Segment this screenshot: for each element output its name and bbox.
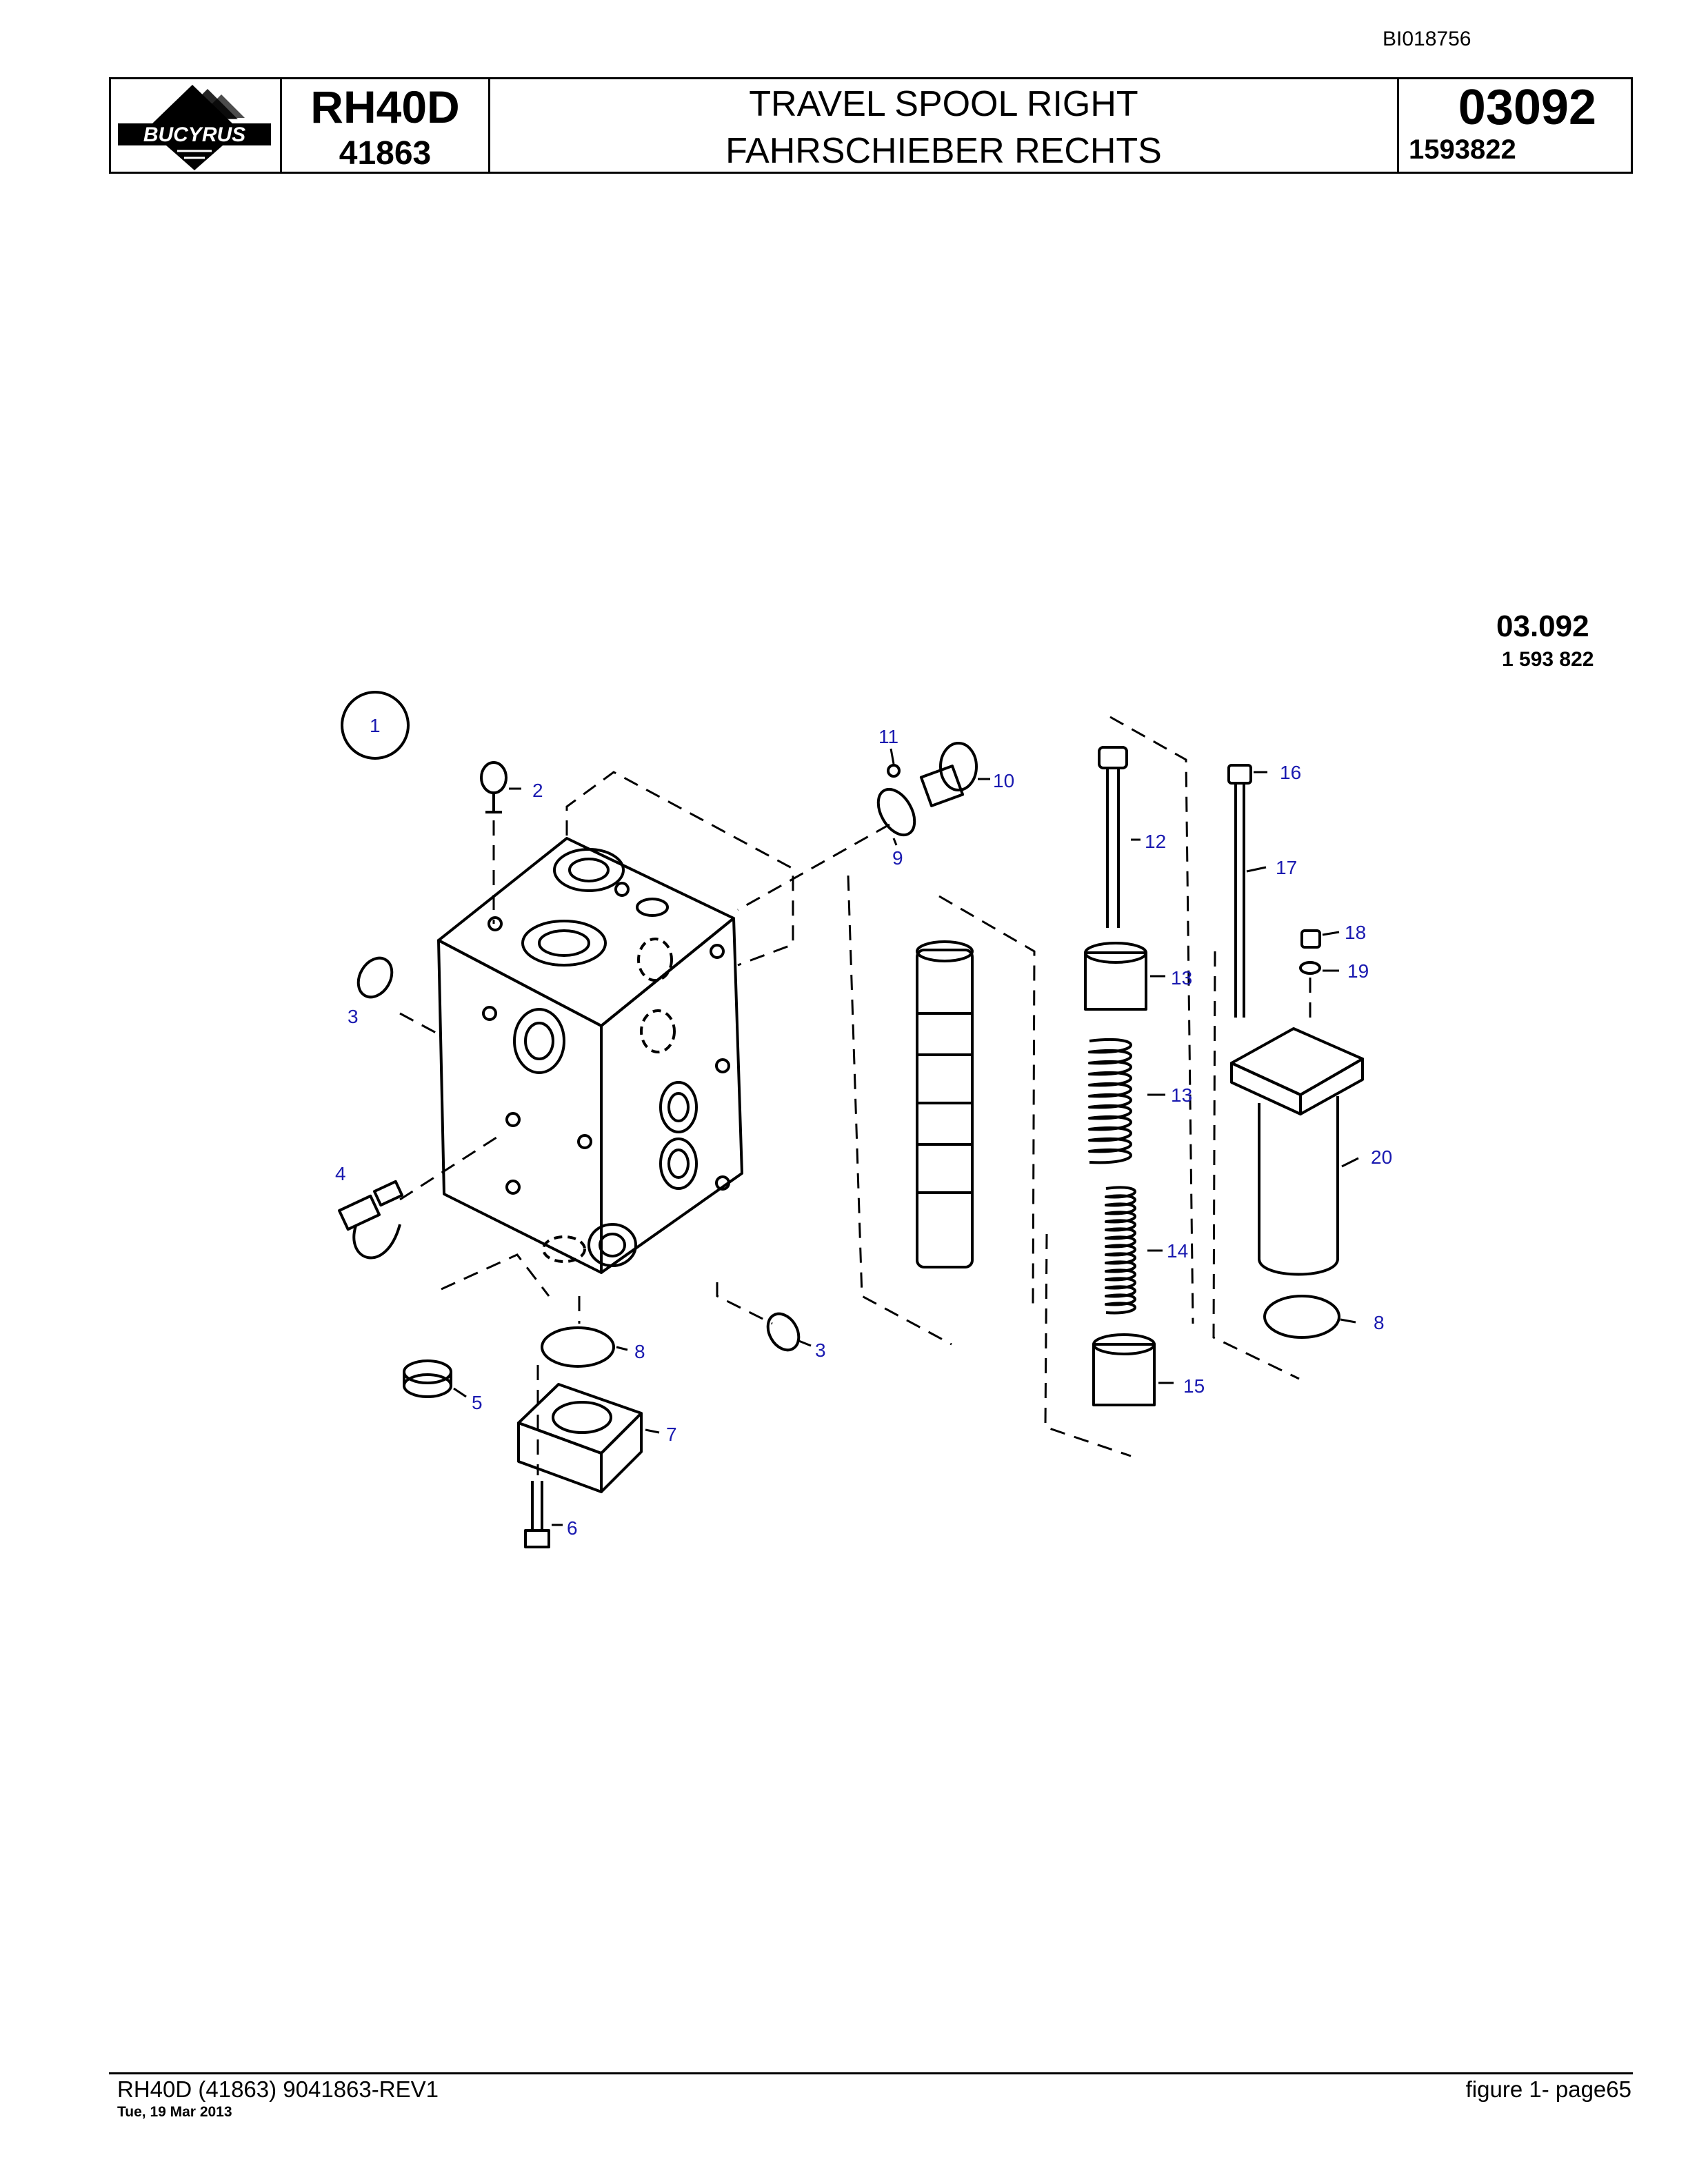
callout-15: 14 — [1167, 1240, 1188, 1262]
callout-19: 19 — [1347, 960, 1369, 982]
hex-bolt — [524, 1481, 550, 1548]
seal-ring-9 — [876, 787, 916, 837]
o-ring-3-bottom — [766, 1312, 801, 1352]
assembly-line-housing — [1212, 951, 1300, 1380]
assembly-line-caps — [1044, 1233, 1132, 1457]
assembly-line-bolt-right — [1109, 716, 1194, 1324]
callout-13-top: 13 — [1171, 967, 1192, 989]
travel-spool — [916, 940, 974, 1268]
callout-1: 1 — [370, 715, 381, 736]
assembly-line-oring-right — [716, 1282, 773, 1325]
washer — [1299, 961, 1321, 975]
leader-3b — [796, 1339, 812, 1347]
title-cell: TRAVEL SPOOL RIGHT FAHRSCHIEBER RECHTS — [490, 79, 1399, 172]
assembly-line-spool-left — [847, 875, 952, 1346]
socket-screw — [1300, 929, 1321, 949]
leader-18 — [1322, 931, 1340, 936]
callout-3-left: 3 — [348, 1006, 359, 1027]
logo-cell: BUCYRUS — [111, 79, 282, 172]
part-number: 1593822 — [1409, 134, 1516, 165]
svg-text:BUCYRUS: BUCYRUS — [143, 123, 245, 146]
drawing-reference-number: 1 593 822 — [1502, 648, 1594, 671]
callout-13-bottom: 15 — [1183, 1375, 1205, 1397]
callout-4: 4 — [335, 1163, 346, 1184]
leader-8b — [1340, 1318, 1356, 1324]
spring-housing — [1230, 1027, 1364, 1276]
eye-bolt — [480, 761, 508, 813]
nut — [1227, 764, 1252, 785]
drawing-reference-code: 03.092 — [1496, 609, 1589, 643]
screw-plug — [887, 742, 978, 807]
callout-20: 20 — [1371, 1146, 1392, 1168]
callout-7: 7 — [666, 1424, 677, 1445]
assembly-line-plug-bottom — [441, 1253, 550, 1297]
threaded-rod — [1234, 783, 1245, 1018]
title-german: FAHRSCHIEBER RECHTS — [725, 131, 1162, 171]
callout-3-bottom: 3 — [815, 1339, 826, 1361]
footer-document-reference: RH40D (41863) 9041863-REV1 — [117, 2076, 439, 2102]
callout-17: 17 — [1276, 857, 1297, 878]
callout-16: 16 — [1280, 762, 1301, 783]
leader-17 — [1246, 866, 1267, 873]
spring-cap-bottom — [1092, 1333, 1156, 1406]
o-ring-3-left — [356, 956, 394, 999]
assembly-line-top — [565, 771, 794, 967]
callout-8-right: 8 — [1374, 1312, 1385, 1333]
o-ring-8-right — [1263, 1295, 1340, 1339]
fitting-with-chain — [338, 1180, 404, 1260]
model-name: RH40D — [310, 81, 460, 132]
leader-7 — [645, 1428, 660, 1434]
flange-block — [517, 1383, 643, 1493]
callout-18: 18 — [1345, 922, 1366, 943]
assembly-callout-circle — [341, 691, 410, 760]
callout-2: 2 — [532, 780, 543, 801]
tie-bolt — [1098, 746, 1128, 928]
outer-spring — [1088, 1038, 1132, 1164]
title-block: BUCYRUS RH40D 41863 TRAVEL SPOOL RIGHT F… — [109, 77, 1633, 174]
assembly-line-oring-left — [399, 1012, 439, 1035]
assembly-line-fitting — [399, 1136, 497, 1201]
leader-9 — [892, 838, 898, 846]
assembly-line-plug — [737, 823, 890, 911]
inner-spring — [1105, 1186, 1136, 1315]
footer-page-reference: figure 1- page65 — [1465, 2076, 1631, 2102]
valve-block — [437, 837, 743, 1274]
callout-9: 9 — [892, 847, 903, 869]
callout-12: 12 — [1145, 831, 1166, 852]
footer-divider — [109, 2072, 1633, 2074]
model-cell: RH40D 41863 — [282, 79, 490, 172]
leader-11 — [890, 748, 895, 765]
o-ring-8-bottom — [541, 1326, 615, 1368]
callout-5: 5 — [472, 1392, 483, 1413]
callout-10: 10 — [993, 770, 1014, 791]
leader-5 — [453, 1387, 467, 1398]
bucyrus-logo: BUCYRUS — [118, 85, 271, 170]
spring-cap-top — [1084, 942, 1147, 1011]
callout-14: 13 — [1171, 1084, 1192, 1106]
leader-8a — [616, 1346, 628, 1351]
number-cell: 03092 1593822 — [1399, 79, 1631, 172]
serial-number: 41863 — [339, 135, 432, 172]
document-id: BI018756 — [1383, 28, 1471, 50]
footer-date: Tue, 19 Mar 2013 — [117, 2104, 232, 2120]
title-english: TRAVEL SPOOL RIGHT — [749, 84, 1138, 124]
plug — [403, 1359, 452, 1398]
callout-6: 6 — [567, 1517, 578, 1539]
assembly-line-spool-right — [938, 895, 1036, 1305]
callout-11: 11 — [878, 726, 898, 747]
callout-8-bottom: 8 — [634, 1341, 645, 1362]
leader-20 — [1341, 1157, 1359, 1168]
figure-number: 03092 — [1458, 80, 1596, 135]
